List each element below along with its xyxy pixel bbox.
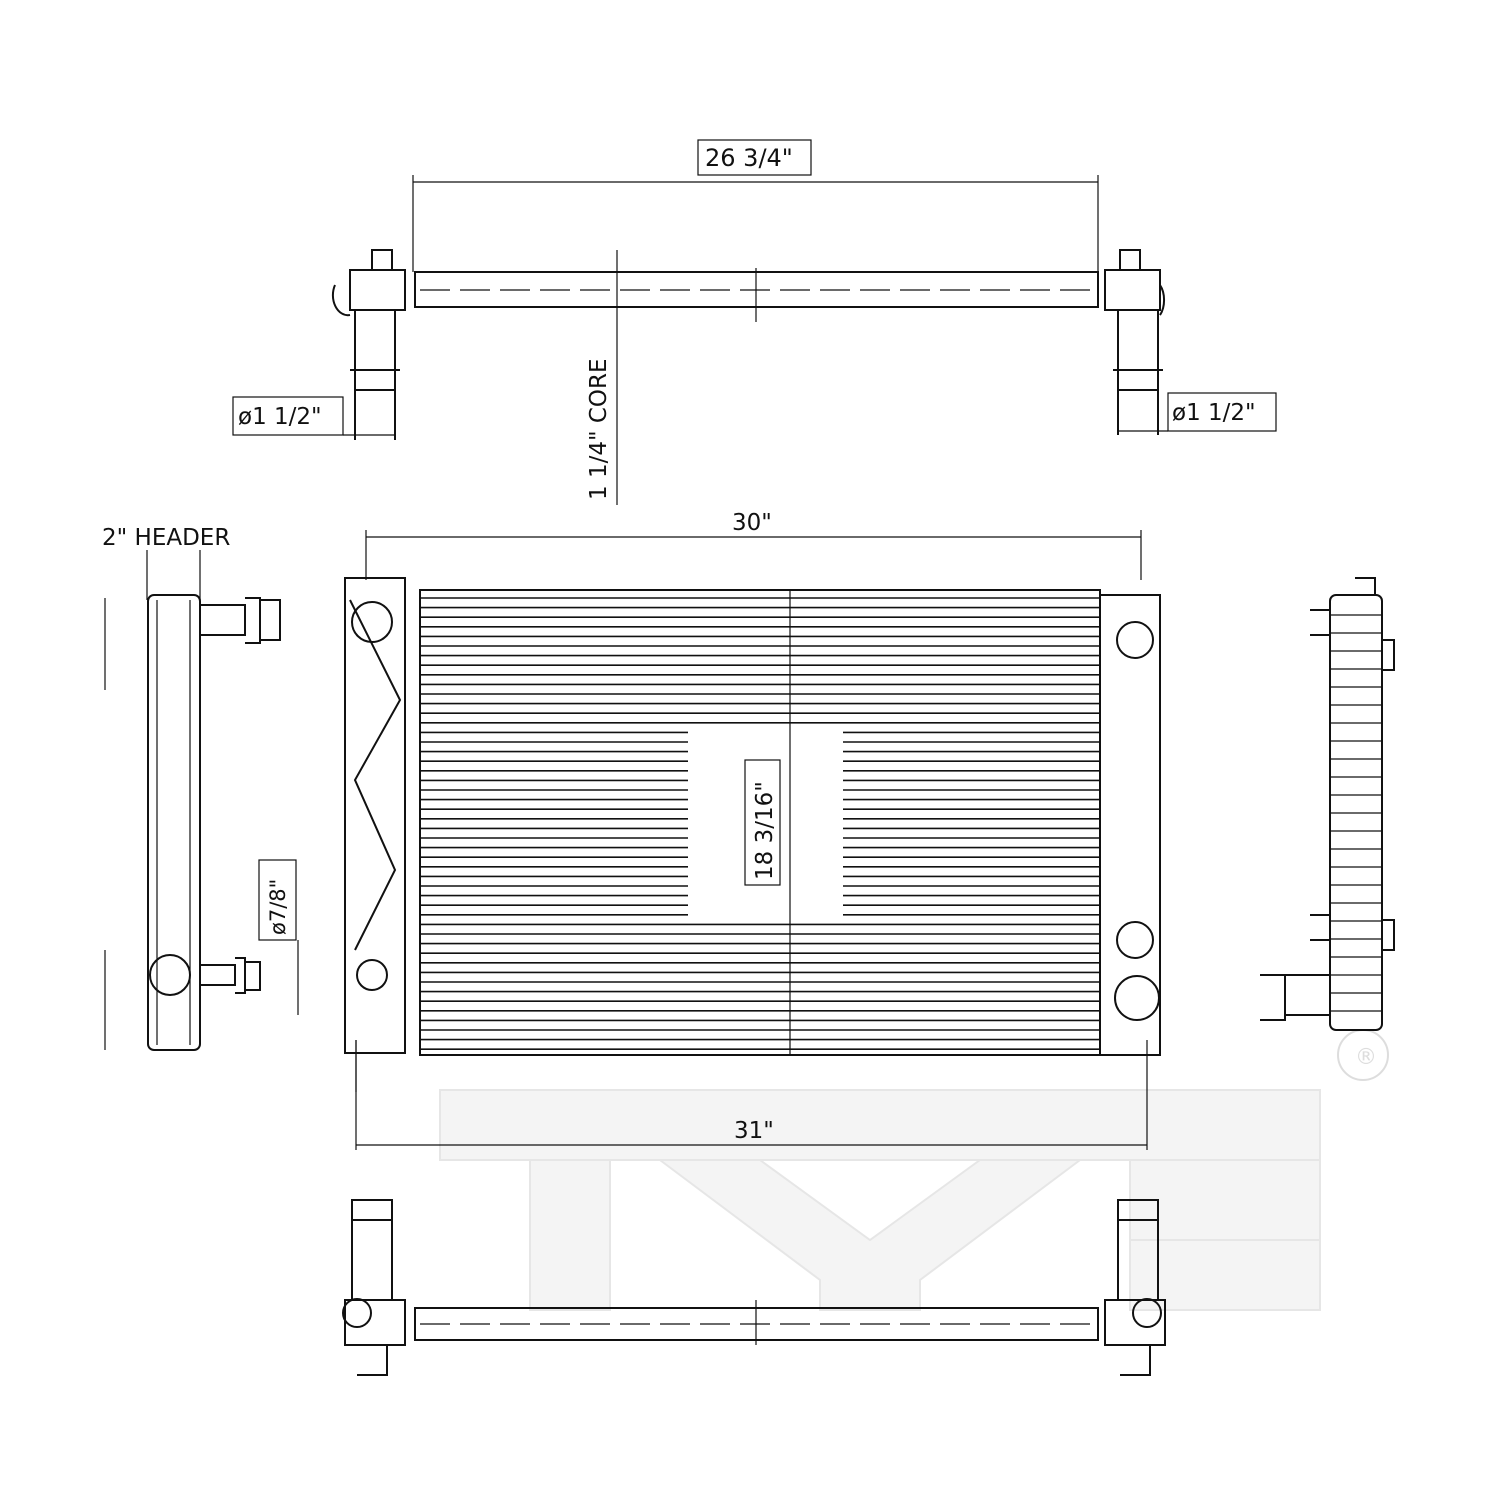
dim-core-width: 30" bbox=[732, 510, 772, 536]
dim-core-thickness: 1 1/4" CORE bbox=[586, 358, 612, 500]
dim-top-width: 26 3/4" bbox=[705, 144, 793, 172]
registered-mark: ® bbox=[1355, 1045, 1377, 1070]
dim-overall-width: 31" bbox=[734, 1118, 774, 1144]
left-side-view: 2" HEADER ø7/8" bbox=[102, 525, 299, 1051]
dim-core-height: 18 3/16" bbox=[752, 781, 778, 880]
dim-small-port: ø7/8" bbox=[266, 879, 290, 935]
right-side-view bbox=[1260, 577, 1395, 1031]
top-view: 26 3/4" ø1 1/2" ø1 1/2" 1 1/4" CORE bbox=[232, 139, 1277, 505]
dim-inlet-left: ø1 1/2" bbox=[238, 404, 322, 430]
side-tank-ribs bbox=[1330, 614, 1382, 1012]
dim-box-top-width bbox=[697, 139, 812, 176]
tyc-watermark-logo: ® bbox=[439, 1029, 1389, 1311]
dim-header: 2" HEADER bbox=[102, 525, 230, 551]
bottom-view bbox=[342, 1199, 1166, 1376]
dim-inlet-right: ø1 1/2" bbox=[1172, 400, 1256, 426]
front-view: 30" 18 3/16" 31" bbox=[344, 510, 1161, 1150]
